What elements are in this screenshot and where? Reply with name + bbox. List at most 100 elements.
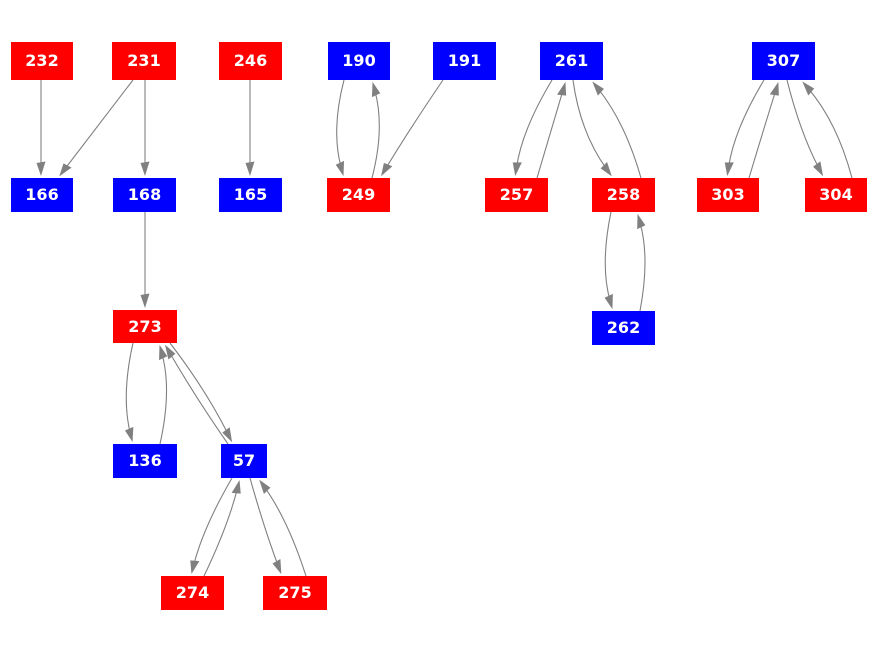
edge-line	[203, 488, 238, 577]
edge-168-to-273	[140, 212, 150, 308]
edge-line	[169, 342, 229, 435]
edge-line	[728, 79, 765, 168]
arrowhead-icon	[724, 162, 734, 177]
edge-191-to-249	[381, 79, 444, 177]
node-label: 273	[128, 316, 162, 336]
node-label: 258	[606, 185, 641, 204]
edge-line	[516, 79, 553, 168]
graph-node-231[interactable]: 231	[112, 42, 176, 80]
edge-line	[536, 90, 564, 179]
edge-line	[249, 477, 279, 566]
arrowhead-icon	[769, 81, 779, 96]
edge-258-to-261	[592, 81, 642, 179]
edge-57-to-275	[249, 477, 282, 575]
arrowhead-icon	[512, 162, 522, 177]
arrowhead-icon	[36, 161, 46, 176]
arrowhead-icon	[231, 479, 241, 494]
graph-node-57[interactable]: 57	[221, 444, 267, 478]
node-label: 304	[819, 185, 853, 204]
node-label: 307	[766, 51, 801, 70]
edge-261-to-257	[512, 79, 553, 177]
arrowhead-icon	[381, 162, 393, 177]
edge-258-to-262	[604, 211, 613, 310]
graph-node-165[interactable]: 165	[219, 178, 282, 212]
arrowhead-icon	[604, 293, 613, 310]
edge-line	[193, 477, 233, 566]
edge-line	[597, 88, 642, 179]
edge-303-to-307	[748, 81, 779, 179]
graph-node-191[interactable]: 191	[433, 42, 496, 80]
arrowhead-icon	[557, 81, 567, 96]
arrowhead-icon	[637, 213, 646, 230]
graph-node-258[interactable]: 258	[592, 178, 655, 212]
graph-node-166[interactable]: 166	[11, 178, 73, 212]
node-label: 168	[127, 185, 162, 204]
node-label: 165	[233, 185, 268, 204]
edge-231-to-166	[59, 79, 134, 177]
arrowhead-icon	[140, 293, 150, 308]
arrowhead-icon	[600, 161, 612, 177]
arrowhead-icon	[259, 479, 271, 495]
node-label: 57	[232, 451, 256, 470]
edge-307-to-303	[724, 79, 765, 177]
edge-232-to-166	[36, 80, 46, 176]
edge-257-to-261	[536, 81, 567, 179]
edge-line	[125, 342, 134, 434]
graph-node-273[interactable]: 273	[113, 310, 177, 343]
graph-node-275[interactable]: 275	[263, 576, 327, 610]
graph-node-136[interactable]: 136	[113, 444, 177, 478]
graph-node-307[interactable]: 307	[752, 42, 815, 80]
arrowhead-icon	[802, 81, 815, 96]
arrowhead-icon	[165, 344, 176, 360]
node-label: 136	[128, 451, 162, 470]
graph-node-168[interactable]: 168	[113, 178, 176, 212]
graph-node-190[interactable]: 190	[328, 42, 390, 80]
edge-line	[385, 79, 444, 169]
graph-node-274[interactable]: 274	[161, 576, 224, 610]
edge-136-to-273	[159, 344, 168, 445]
edge-line	[371, 90, 380, 179]
edge-249-to-190	[371, 81, 381, 179]
edge-line	[604, 211, 612, 301]
edge-line	[159, 353, 168, 445]
node-label: 246	[233, 51, 268, 70]
arrowhead-icon	[190, 560, 200, 575]
edge-262-to-258	[637, 213, 646, 312]
arrowhead-icon	[813, 161, 824, 177]
node-label: 166	[25, 185, 59, 204]
graph-node-304[interactable]: 304	[805, 178, 867, 212]
node-label: 274	[175, 583, 210, 602]
edge-231-to-168	[140, 80, 150, 176]
edge-261-to-258	[572, 79, 612, 177]
node-label: 275	[278, 583, 312, 602]
edge-line	[572, 79, 608, 170]
graph-node-249[interactable]: 249	[327, 178, 390, 212]
edge-line	[64, 79, 134, 170]
arrowhead-icon	[124, 426, 134, 443]
graph-node-262[interactable]: 262	[592, 311, 655, 345]
node-label: 190	[342, 51, 376, 70]
arrowhead-icon	[59, 163, 72, 177]
arrowhead-icon	[159, 344, 168, 361]
arrowhead-icon	[371, 81, 381, 98]
edge-line	[639, 222, 646, 312]
edge-190-to-249	[335, 79, 345, 177]
arrowhead-icon	[592, 81, 604, 96]
graph-node-232[interactable]: 232	[11, 42, 73, 80]
edge-307-to-304	[786, 79, 824, 177]
graph-node-257[interactable]: 257	[485, 178, 548, 212]
graph-node-303[interactable]: 303	[697, 178, 759, 212]
arrowhead-icon	[222, 427, 233, 443]
edge-57-to-273	[165, 344, 229, 445]
arrowhead-icon	[245, 161, 255, 176]
arrowhead-icon	[272, 558, 282, 575]
node-label: 261	[554, 51, 589, 70]
edge-line	[748, 90, 777, 179]
edge-246-to-165	[245, 79, 255, 176]
edge-line	[263, 486, 307, 577]
edge-line	[336, 79, 345, 168]
graph-node-261[interactable]: 261	[540, 42, 603, 80]
edge-line	[169, 352, 229, 445]
graph-node-246[interactable]: 246	[219, 42, 282, 80]
